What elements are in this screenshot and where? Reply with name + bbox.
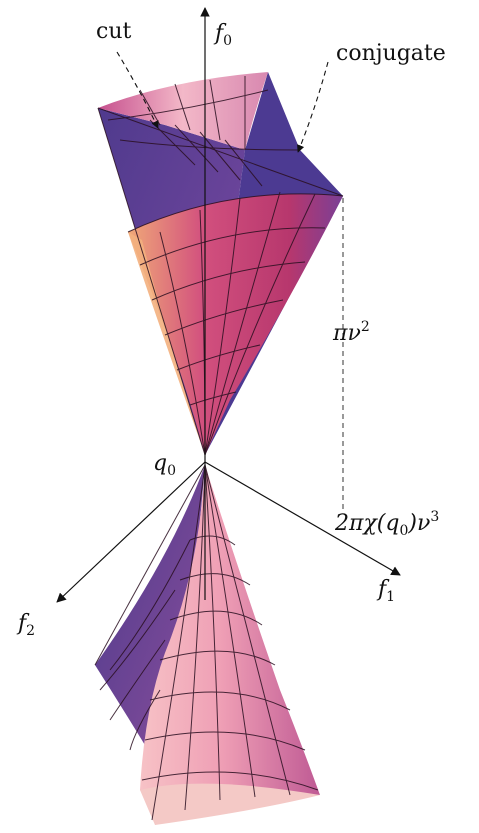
lower-bottom-sheet — [140, 783, 320, 825]
upper-left-highlight — [128, 232, 205, 455]
f0-label: f0 — [213, 21, 232, 49]
cut-label: cut — [96, 19, 131, 44]
q0-label: q0 — [153, 451, 176, 479]
two-pi-chi-label: 2πχ(q0)ν3 — [334, 509, 439, 539]
f1-label: f1 — [376, 577, 395, 605]
upper-front-sheet — [128, 193, 343, 455]
conjugate-label: conjugate — [336, 41, 446, 66]
f2-axis — [56, 461, 206, 603]
upper-mesh — [97, 76, 344, 456]
lower-mesh — [94, 464, 319, 821]
pi-nu-squared-label: πν2 — [332, 319, 370, 346]
f2-label: f2 — [16, 611, 35, 639]
conjugate-pointer — [297, 61, 329, 153]
upper-caustic-surface — [97, 72, 344, 456]
axes — [56, 7, 401, 603]
upper-top-sheet — [98, 72, 268, 150]
f1-axis — [204, 461, 401, 576]
lower-caustic-surface — [94, 464, 320, 825]
